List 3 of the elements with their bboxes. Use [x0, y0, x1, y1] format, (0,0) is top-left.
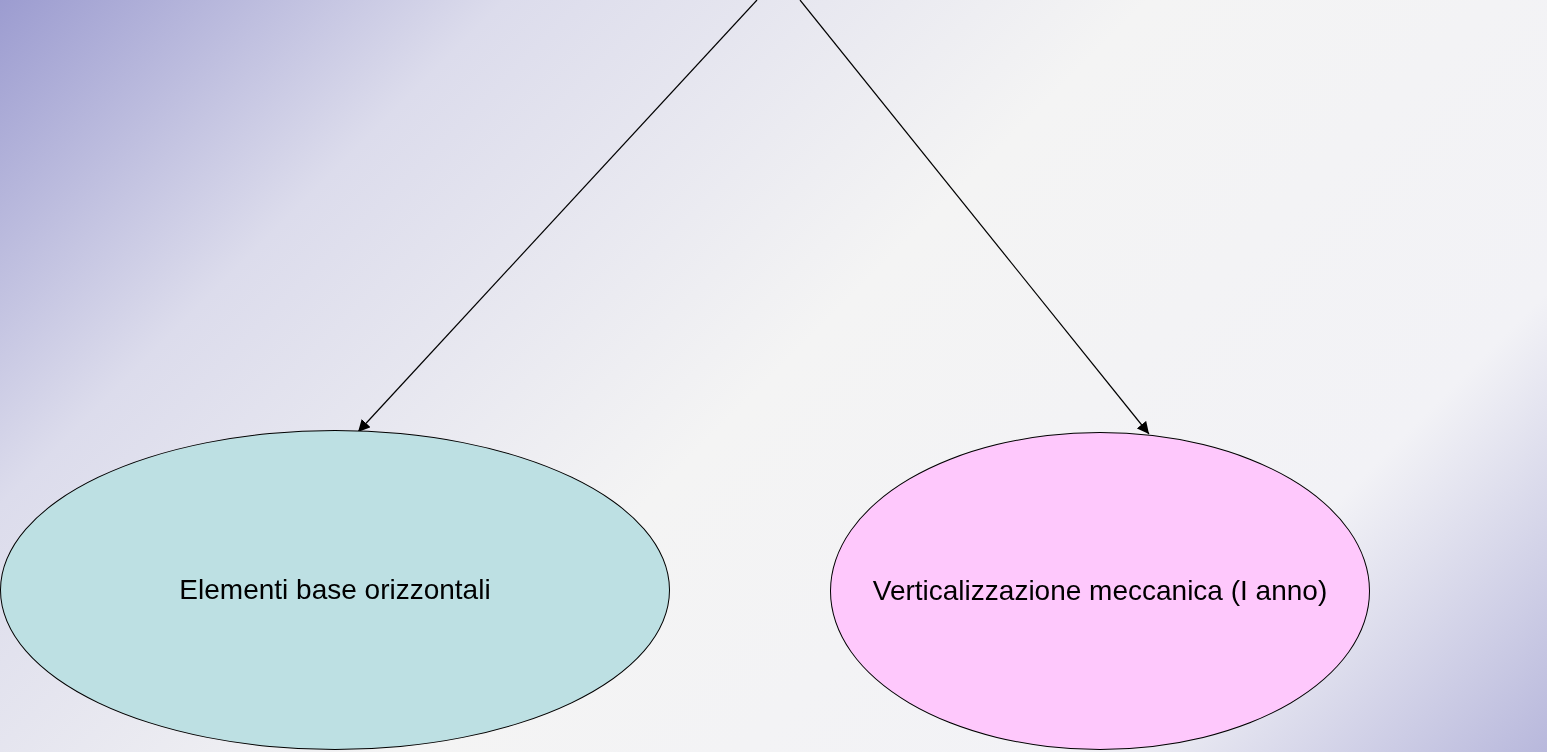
node-label: Verticalizzazione meccanica (I anno)	[872, 574, 1328, 608]
arrow	[799, 0, 1150, 435]
node-label: Elementi base orizzontali	[179, 573, 491, 607]
